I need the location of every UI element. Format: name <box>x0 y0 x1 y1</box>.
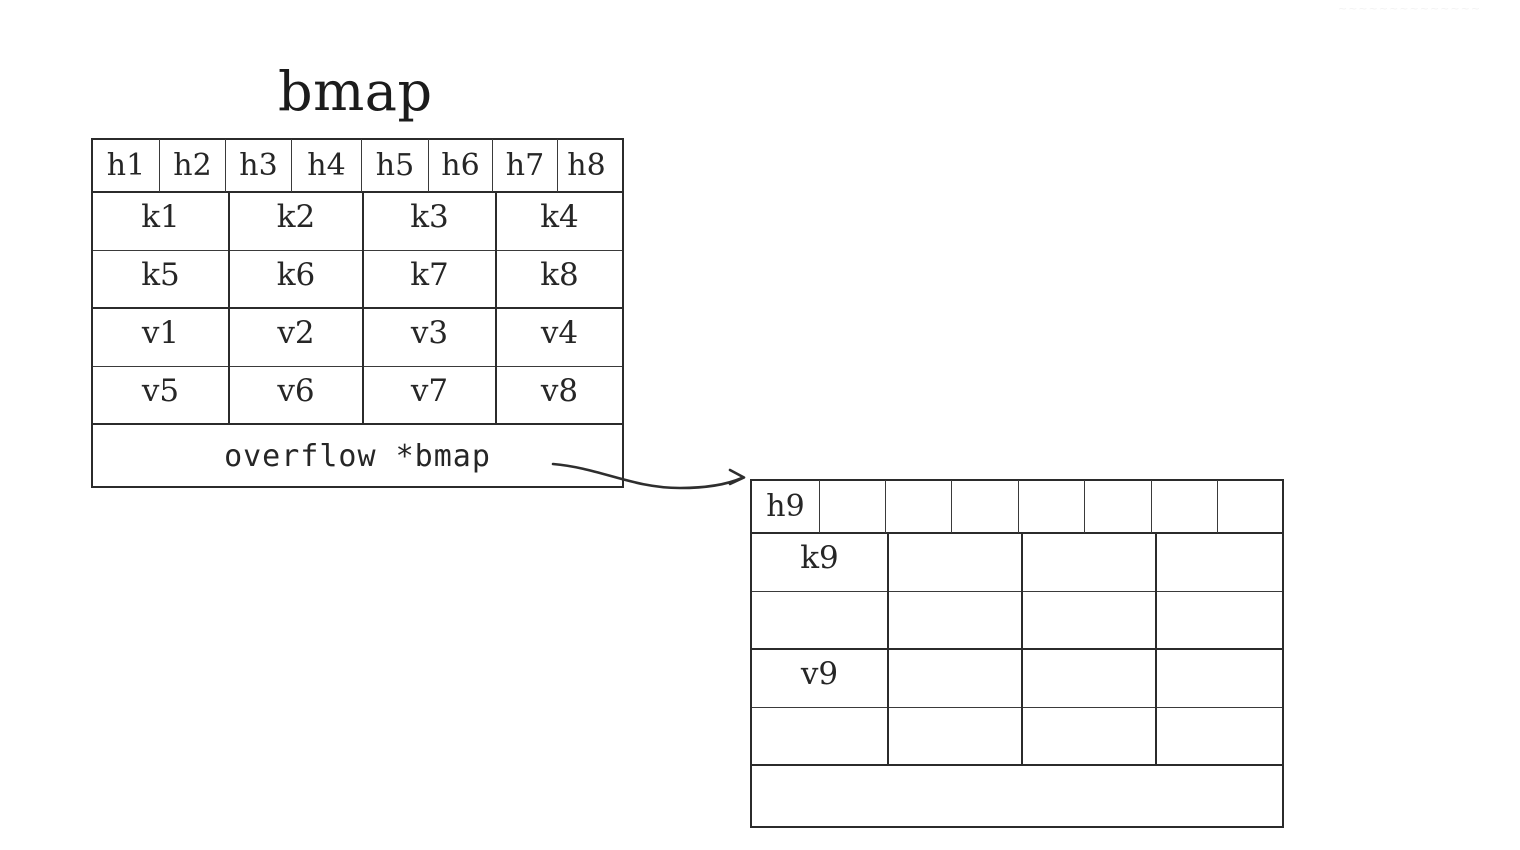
bmap-tophash-cell-5: h5 <box>361 139 428 192</box>
bmap-tophash-cell-4: h4 <box>291 139 361 192</box>
bmap-key-cell-7: k7 <box>362 251 495 309</box>
image-artifact: ~~~~~~~~~~~~~~ <box>1338 2 1482 14</box>
overflow-key-row-1: k9 <box>752 534 1282 592</box>
bmap-value-cell-1: v1 <box>141 315 180 351</box>
overflow-footer-label <box>752 766 1282 829</box>
bmap-tophash-cell-1: h1 <box>106 148 146 183</box>
bmap-tophash-cell-2: h2 <box>159 139 225 192</box>
bmap-tophash-cell-6: h6 <box>428 139 492 192</box>
bmap-tophash-cell-8: h8 <box>557 139 615 192</box>
page-title: bmap <box>278 60 433 123</box>
bmap-value-cell-7: v7 <box>362 367 495 425</box>
overflow-tophash-cell-7 <box>1151 480 1217 533</box>
bmap-key-cell-1: k1 <box>141 199 180 235</box>
bmap-key-cell-2: k2 <box>228 193 362 251</box>
bmap-struct-table: h1 h2 h3 h4 h5 h6 h7 h8 k1 k2 k3 k4 k5 k… <box>91 138 624 488</box>
overflow-key-cell-3 <box>1021 534 1155 592</box>
overflow-key-cell-5 <box>752 592 887 650</box>
bmap-value-cell-5: v5 <box>141 373 180 409</box>
overflow-value-cell-7 <box>1021 708 1155 766</box>
overflow-tophash-cell-2 <box>819 480 885 533</box>
bmap-key-cell-4: k4 <box>495 193 622 251</box>
overflow-key-cell-4 <box>1155 534 1282 592</box>
overflow-value-cell-5 <box>752 708 887 766</box>
bmap-value-row-2: v5 v6 v7 v8 <box>93 367 622 425</box>
bmap-key-cell-3: k3 <box>362 193 495 251</box>
bmap-key-cell-5: k5 <box>141 257 180 293</box>
overflow-tophash-cell-1: h9 <box>766 489 805 524</box>
arrow-head-icon <box>728 468 746 486</box>
overflow-key-cell-1: k9 <box>800 540 839 576</box>
overflow-key-cell-8 <box>1155 592 1282 650</box>
bmap-key-row-2: k5 k6 k7 k8 <box>93 251 622 309</box>
overflow-key-cell-2 <box>887 534 1021 592</box>
bmap-value-row-1: v1 v2 v3 v4 <box>93 309 622 367</box>
bmap-key-cell-8: k8 <box>495 251 622 309</box>
bmap-overflow-label: overflow *bmap <box>224 439 491 474</box>
bmap-tophash-cell-3: h3 <box>225 139 291 192</box>
bmap-key-cell-6: k6 <box>228 251 362 309</box>
overflow-value-cell-6 <box>887 708 1021 766</box>
overflow-tophash-cell-8 <box>1217 480 1276 533</box>
bmap-tophash-cell-7: h7 <box>492 139 557 192</box>
overflow-tophash-cell-3 <box>885 480 951 533</box>
overflow-bmap-struct-table: h9 k9 v9 <box>750 479 1284 828</box>
overflow-key-cell-6 <box>887 592 1021 650</box>
overflow-value-cell-2 <box>887 650 1021 708</box>
overflow-value-cell-8 <box>1155 708 1282 766</box>
bmap-tophash-row: h1 h2 h3 h4 h5 h6 h7 h8 <box>93 139 622 193</box>
bmap-value-cell-6: v6 <box>228 367 362 425</box>
overflow-tophash-cell-6 <box>1084 480 1151 533</box>
overflow-footer-row <box>752 766 1282 829</box>
overflow-value-row-2 <box>752 708 1282 766</box>
overflow-key-row-2 <box>752 592 1282 650</box>
bmap-value-cell-4: v4 <box>495 309 622 367</box>
overflow-value-cell-3 <box>1021 650 1155 708</box>
bmap-overflow-row: overflow *bmap <box>93 425 622 488</box>
overflow-tophash-row: h9 <box>752 480 1282 534</box>
overflow-value-row-1: v9 <box>752 650 1282 708</box>
bmap-value-cell-8: v8 <box>495 367 622 425</box>
overflow-value-cell-4 <box>1155 650 1282 708</box>
overflow-value-cell-1: v9 <box>800 656 839 692</box>
bmap-key-row-1: k1 k2 k3 k4 <box>93 193 622 251</box>
bmap-value-cell-3: v3 <box>362 309 495 367</box>
overflow-key-cell-7 <box>1021 592 1155 650</box>
overflow-tophash-cell-4 <box>951 480 1018 533</box>
bmap-value-cell-2: v2 <box>228 309 362 367</box>
overflow-tophash-cell-5 <box>1018 480 1084 533</box>
